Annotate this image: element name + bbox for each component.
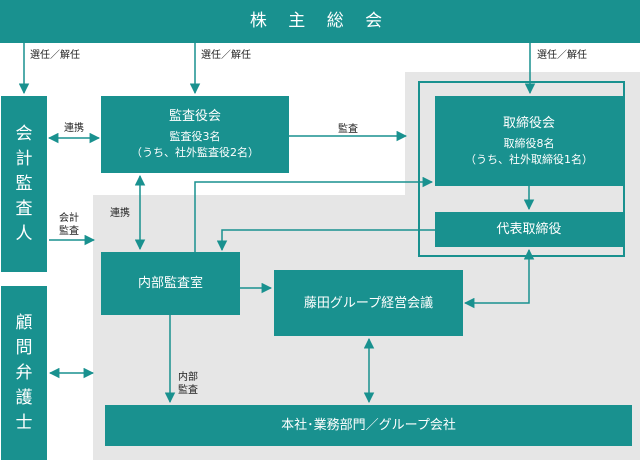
accounting-audit-label-1: 会計 <box>59 213 79 224</box>
elect-label-1: 選任／解任 <box>30 50 80 61</box>
board-of-auditors-outside: （うち、社外監査役2名） <box>131 146 259 159</box>
internal-audit-label-1: 内部 <box>178 372 198 383</box>
internal-audit-to-board-line <box>194 176 434 252</box>
management-council-box: 藤田グループ経営会議 <box>274 270 463 336</box>
board-of-auditors-box: 監査役会 監査役3名 （うち、社外監査役2名） <box>101 96 289 173</box>
board-of-directors-title: 取締役会 <box>502 115 555 131</box>
representative-director-label: 代表取締役 <box>496 222 562 237</box>
council-rep-line <box>463 248 535 309</box>
board-of-auditors-count: 監査役3名 <box>169 130 221 143</box>
internal-audit-label-2: 監査 <box>178 385 198 396</box>
accounting-auditor-label: 会計監査人 <box>15 123 33 244</box>
board-of-directors-count: 取締役8名 <box>503 136 555 150</box>
management-council-label: 藤田グループ経営会議 <box>303 295 434 311</box>
elect-label-3: 選任／解任 <box>537 50 587 61</box>
shareholders-meeting-box: 株 主 総 会 <box>0 0 640 43</box>
cooperation-label-1: 連携 <box>64 123 84 134</box>
board-of-directors-box: 取締役会 取締役8名 （うち、社外取締役1名） <box>435 96 623 186</box>
internal-audit-office-label: 内部監査室 <box>137 276 203 291</box>
rep-to-internal-audit-line <box>216 229 435 252</box>
accounting-auditor-box: 会計監査人 <box>1 96 47 272</box>
internal-audit-office-box: 内部監査室 <box>101 252 240 315</box>
legal-counsel-box: 顧問弁護士 <box>1 286 47 460</box>
shareholders-meeting-label: 株 主 総 会 <box>249 11 391 31</box>
legal-counsel-label: 顧問弁護士 <box>15 312 33 433</box>
accounting-audit-label-2: 監査 <box>59 226 79 237</box>
elect-label-2: 選任／解任 <box>201 50 251 61</box>
representative-director-box: 代表取締役 <box>435 212 623 247</box>
board-of-directors-outside: （うち、社外取締役1名） <box>465 152 593 166</box>
cooperation-label-2: 連携 <box>110 208 130 219</box>
head-office-box: 本社･業務部門／グループ会社 <box>105 405 632 446</box>
board-of-auditors-title: 監査役会 <box>168 109 221 124</box>
head-office-label: 本社･業務部門／グループ会社 <box>281 418 456 433</box>
audit-label: 監査 <box>338 124 358 135</box>
